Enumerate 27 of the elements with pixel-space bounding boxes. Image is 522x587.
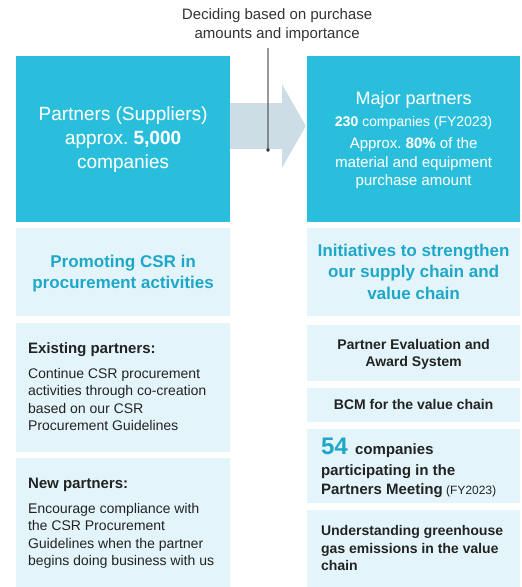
initiative-text: 54 companies participating in the Partners Meeting (FY2023) bbox=[321, 432, 498, 500]
info-box bbox=[16, 56, 230, 222]
info-box bbox=[16, 323, 230, 452]
info-box bbox=[307, 388, 520, 422]
item-description: Encourage compliance with the CSR Procurement Guidelines when the partner begins doing business with us bbox=[28, 500, 216, 570]
section-heading: Initiatives to strengthen our supply chain and value chain bbox=[316, 240, 510, 304]
initiative-text: BCM for the value chain bbox=[332, 396, 494, 414]
leader-line bbox=[266, 48, 270, 152]
info-box bbox=[16, 458, 230, 587]
info-box bbox=[307, 325, 520, 381]
info-box bbox=[307, 429, 520, 503]
box-heading: Major partners bbox=[354, 86, 473, 110]
section-heading: Promoting CSR in procurement activities bbox=[31, 250, 215, 294]
item-heading: New partners: bbox=[28, 475, 130, 494]
initiative-text: Understanding greenhouse gas emissions in the value chain bbox=[321, 522, 504, 575]
partner-count-text: 230 companies (FY2023) bbox=[334, 113, 494, 131]
info-box bbox=[307, 510, 520, 587]
info-box bbox=[16, 228, 230, 316]
leader-text: Deciding based on purchase amounts and importance bbox=[180, 6, 374, 44]
item-description: Continue CSR procurement activities through co-creation based on our CSR Procurement Guidelines bbox=[28, 364, 208, 435]
item-heading: Existing partners: bbox=[28, 340, 157, 359]
info-box bbox=[307, 228, 520, 316]
partners-text: Partners (Suppliers) approx. 5,000 companies bbox=[38, 103, 208, 175]
purchase-share-text: Approx. 80% of the material and equipment purchase amount bbox=[334, 134, 493, 192]
block-arrow bbox=[230, 84, 306, 168]
info-box bbox=[307, 56, 520, 222]
initiative-text: Partner Evaluation and Award System bbox=[336, 336, 491, 370]
